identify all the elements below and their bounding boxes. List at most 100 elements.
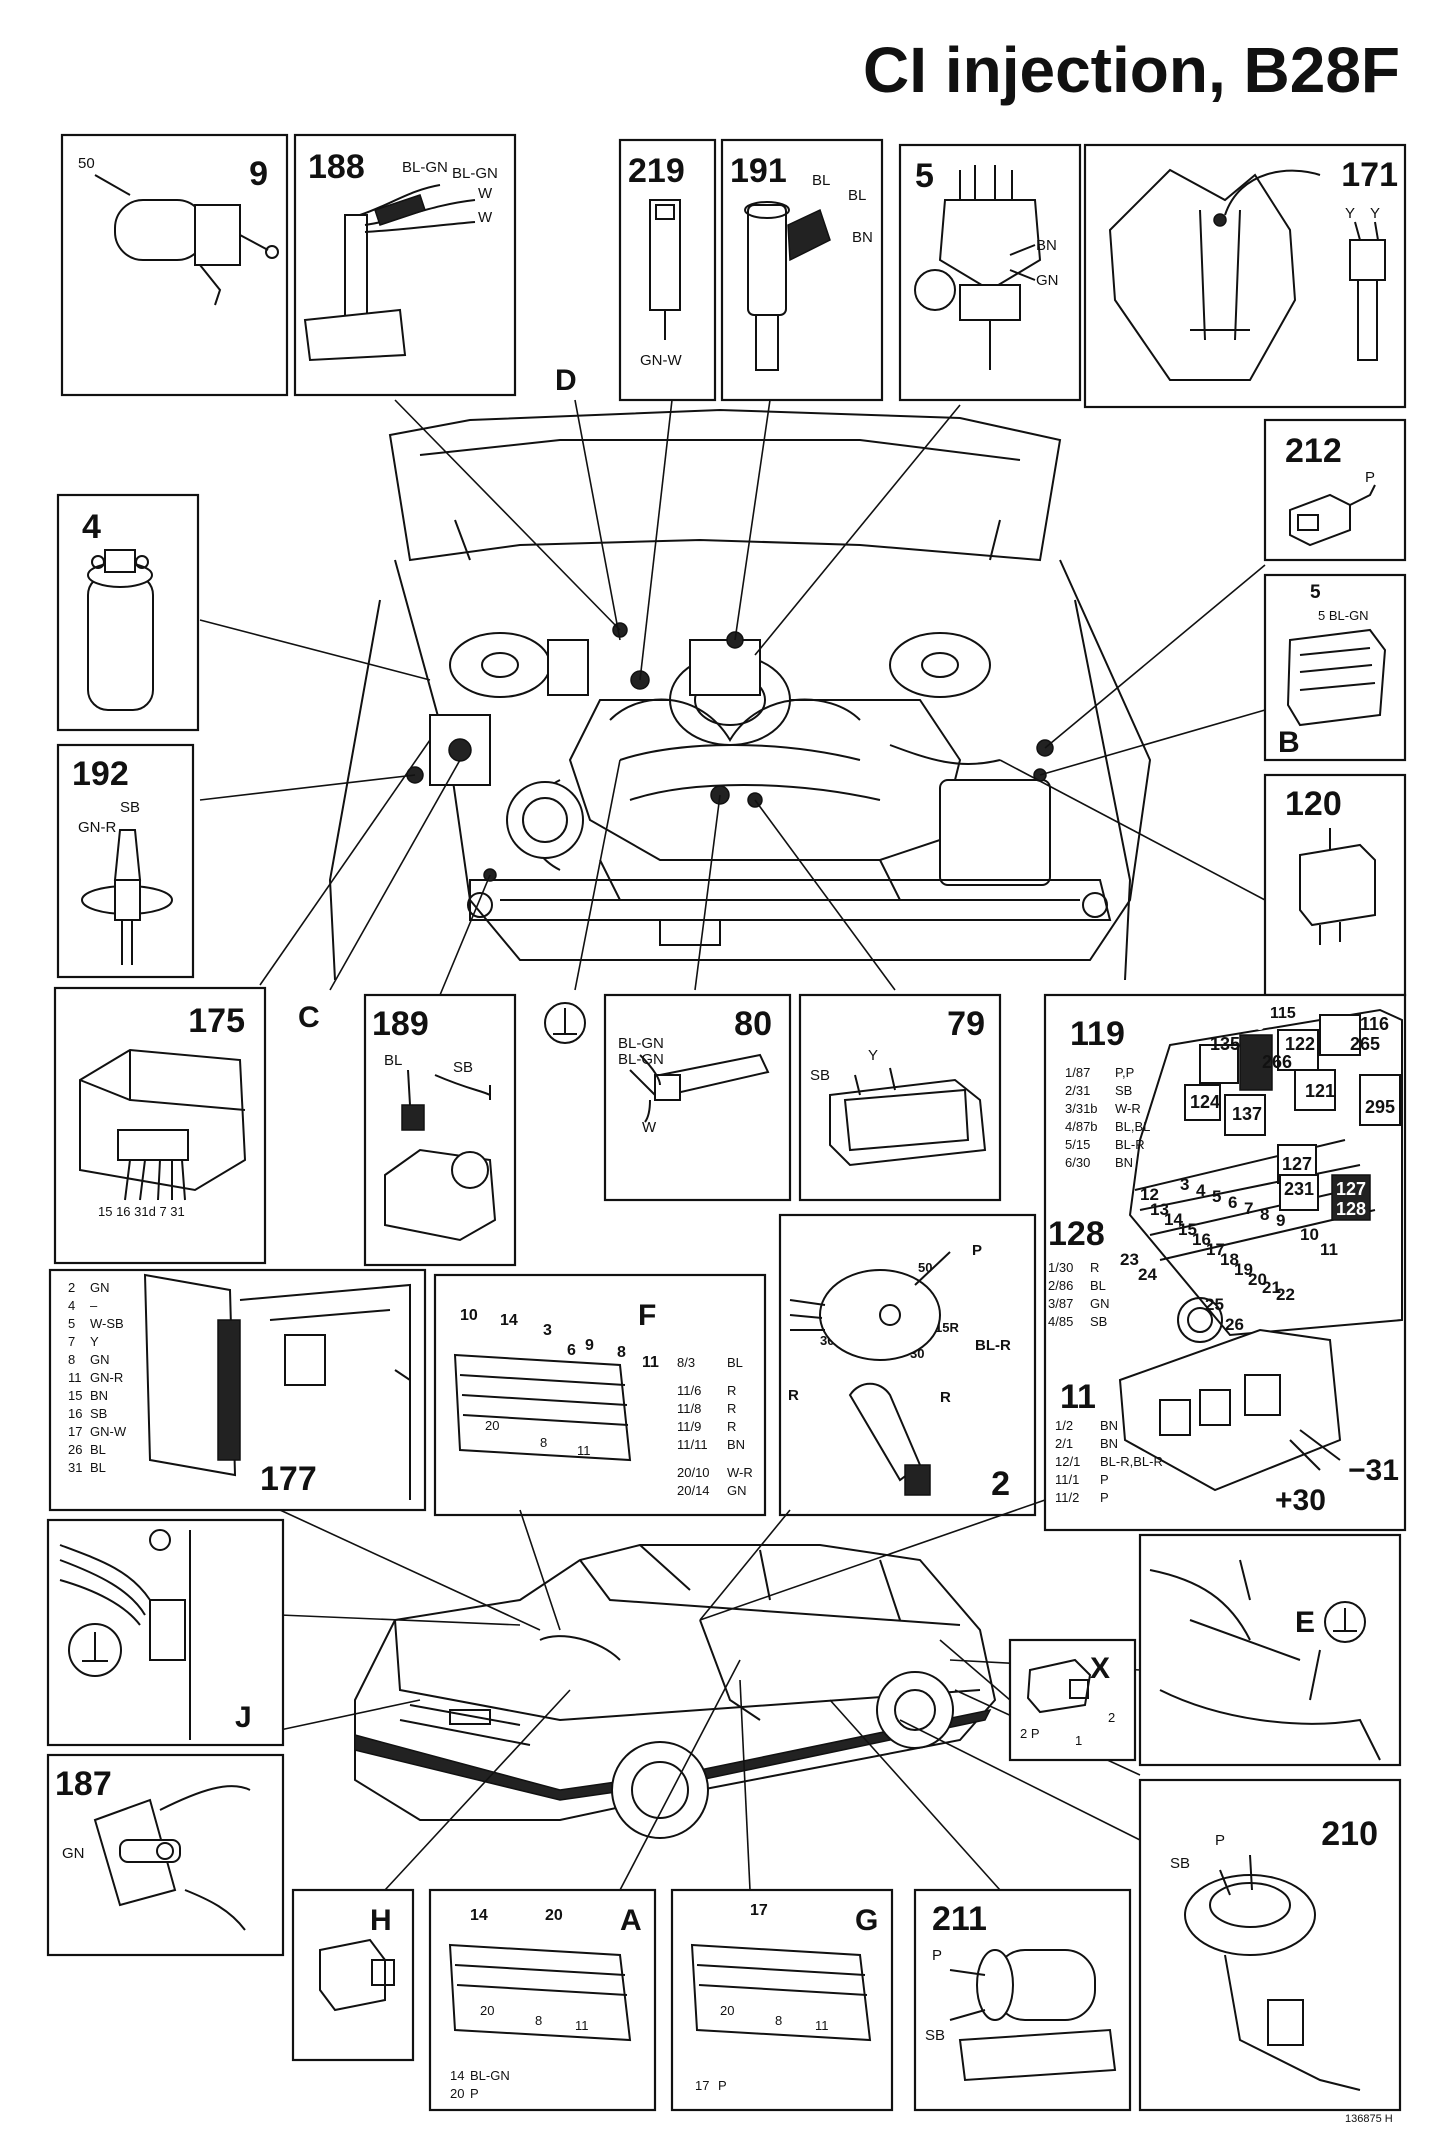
svg-text:20: 20 — [485, 1418, 499, 1433]
component-187: 187 GN — [46, 1753, 285, 1957]
svg-text:BN: BN — [1100, 1418, 1118, 1433]
svg-text:8: 8 — [775, 2013, 782, 2028]
component-191-injector: 191 BL BL BN — [720, 138, 884, 402]
svg-text:W: W — [478, 185, 493, 202]
svg-text:17: 17 — [1206, 1240, 1225, 1259]
svg-text:BL: BL — [727, 1355, 743, 1370]
svg-text:1: 1 — [1075, 1733, 1082, 1748]
ground-symbol-center — [544, 1002, 586, 1044]
svg-text:15: 15 — [68, 1388, 82, 1403]
engine-bay-illustration — [328, 408, 1152, 981]
component-number: 177 — [260, 1460, 317, 1498]
svg-text:8/3: 8/3 — [677, 1355, 695, 1370]
component-number: 191 — [730, 152, 787, 190]
svg-text:11: 11 — [577, 1443, 591, 1458]
svg-text:2: 2 — [68, 1280, 75, 1295]
callout-C: C — [298, 1001, 320, 1034]
svg-text:10: 10 — [460, 1307, 478, 1324]
svg-text:20/14: 20/14 — [677, 1483, 710, 1498]
component-number: 9 — [249, 155, 268, 193]
svg-text:P,P: P,P — [1115, 1065, 1134, 1080]
svg-text:SB: SB — [1115, 1083, 1132, 1098]
component-212: 212 P — [1263, 418, 1407, 562]
label-X: X — [1090, 1652, 1110, 1685]
svg-text:23: 23 — [1120, 1250, 1139, 1269]
svg-text:BL-R: BL-R — [975, 1337, 1011, 1354]
component-number: 210 — [1321, 1815, 1378, 1853]
svg-text:12: 12 — [1140, 1185, 1159, 1204]
connector-F: F 10 14 3 6 9 8 11 20 8 11 — [433, 1273, 767, 1517]
svg-text:W-R: W-R — [727, 1465, 753, 1480]
svg-text:GN: GN — [1090, 1296, 1110, 1311]
svg-text:14: 14 — [470, 1907, 488, 1924]
svg-text:SB: SB — [120, 799, 140, 816]
svg-text:R: R — [940, 1389, 951, 1406]
svg-text:5: 5 — [1212, 1187, 1221, 1206]
svg-text:GN-R: GN-R — [90, 1370, 123, 1385]
svg-text:1/2: 1/2 — [1055, 1418, 1073, 1433]
label-G: G — [855, 1904, 878, 1937]
component-120: 120 — [1263, 773, 1407, 997]
component-number: 187 — [55, 1765, 112, 1803]
svg-text:9: 9 — [1276, 1211, 1285, 1230]
component-number: 192 — [72, 755, 129, 793]
component-J: J — [46, 1518, 285, 1747]
svg-text:10: 10 — [1300, 1225, 1319, 1244]
svg-text:GN: GN — [90, 1352, 110, 1367]
component-number: 212 — [1285, 432, 1342, 470]
svg-text:11: 11 — [575, 2018, 589, 2033]
svg-text:BL: BL — [1090, 1278, 1106, 1293]
svg-text:Y: Y — [868, 1047, 878, 1064]
svg-text:BL: BL — [384, 1052, 402, 1069]
component-2-ignition-switch: 2 P 50 15R BL-R 30 30 R R — [778, 1213, 1037, 1517]
component-number: 80 — [734, 1005, 772, 1043]
svg-text:231: 231 — [1284, 1179, 1314, 1199]
svg-text:121: 121 — [1305, 1081, 1335, 1101]
svg-text:BL-R,BL-R: BL-R,BL-R — [1100, 1454, 1163, 1469]
leader-lines-engine — [199, 399, 1266, 996]
svg-text:SB: SB — [810, 1067, 830, 1084]
svg-text:24: 24 — [1138, 1265, 1157, 1284]
svg-text:14: 14 — [500, 1312, 518, 1329]
component-number: 189 — [372, 1005, 429, 1043]
terminal-minus31: −31 — [1348, 1454, 1399, 1487]
component-80: 80 BL-GN BL-GN W — [603, 993, 792, 1202]
svg-text:11/2: 11/2 — [1055, 1490, 1079, 1505]
svg-text:115: 115 — [1270, 1005, 1296, 1022]
svg-text:BL: BL — [90, 1442, 106, 1457]
svg-text:BN: BN — [1115, 1155, 1133, 1170]
svg-text:8: 8 — [535, 2013, 542, 2028]
svg-text:BN: BN — [1100, 1436, 1118, 1451]
svg-text:P: P — [972, 1242, 982, 1259]
svg-text:124: 124 — [1190, 1092, 1220, 1112]
svg-text:20: 20 — [720, 2003, 734, 2018]
relay-128-number: 128 — [1048, 1215, 1105, 1253]
svg-text:265: 265 — [1350, 1034, 1380, 1054]
svg-text:4/85: 4/85 — [1048, 1314, 1073, 1329]
component-E-ground: E — [1138, 1533, 1402, 1767]
svg-text:127: 127 — [1336, 1179, 1366, 1199]
svg-text:137: 137 — [1232, 1104, 1262, 1124]
svg-text:11/1: 11/1 — [1055, 1472, 1079, 1487]
svg-text:11: 11 — [815, 2018, 829, 2033]
svg-text:BN: BN — [852, 229, 873, 246]
label-J: J — [235, 1701, 252, 1734]
label-A: A — [620, 1904, 642, 1937]
relay-11-number: 11 — [1060, 1378, 1096, 1416]
svg-text:14: 14 — [450, 2068, 464, 2083]
svg-text:7: 7 — [1244, 1199, 1253, 1218]
car-illustration — [354, 1544, 997, 1839]
svg-text:11: 11 — [642, 1354, 659, 1371]
svg-text:GN: GN — [1036, 272, 1059, 289]
terminal-plus30: +30 — [1275, 1484, 1326, 1517]
svg-text:4/87b: 4/87b — [1065, 1119, 1098, 1134]
svg-text:W-SB: W-SB — [90, 1316, 124, 1331]
svg-text:8: 8 — [617, 1344, 626, 1361]
svg-text:SB: SB — [453, 1059, 473, 1076]
svg-text:116: 116 — [1360, 1014, 1389, 1034]
svg-text:1/30: 1/30 — [1048, 1260, 1073, 1275]
